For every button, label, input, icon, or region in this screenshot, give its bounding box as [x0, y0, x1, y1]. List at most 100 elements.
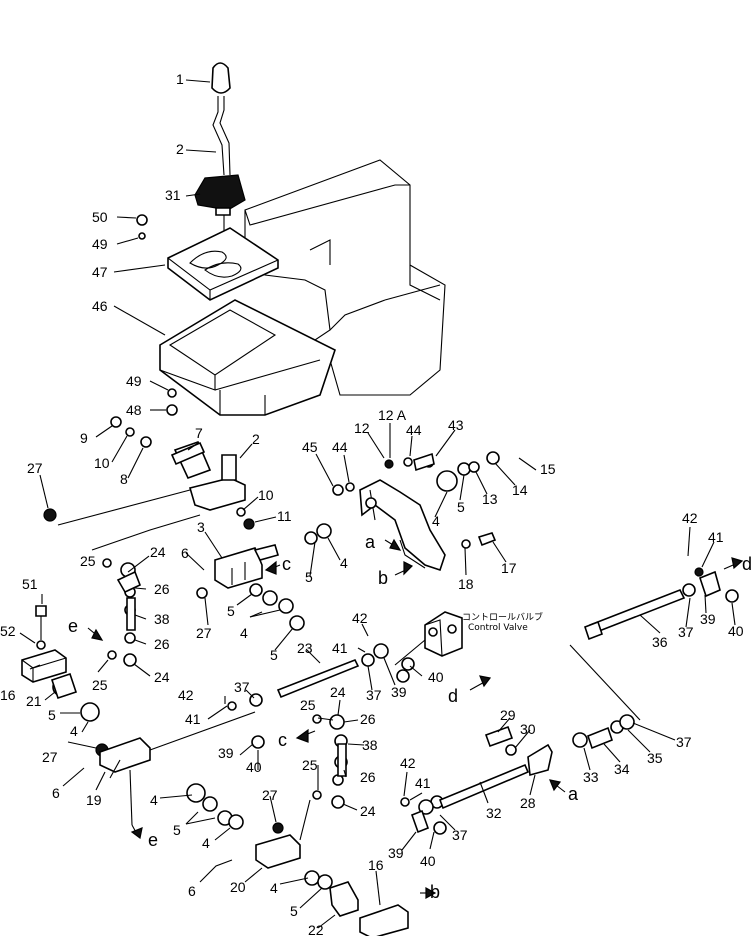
- label-24d: 24: [360, 803, 376, 819]
- callout-c1: c: [282, 554, 291, 574]
- label-43: 43: [448, 417, 464, 433]
- label-4e: 4: [150, 792, 158, 808]
- label-18: 18: [458, 576, 474, 592]
- label-40a: 40: [428, 669, 444, 685]
- label-5b: 5: [270, 647, 278, 663]
- label-5a: 5: [227, 603, 235, 619]
- label-44a: 44: [332, 439, 348, 455]
- label-35: 35: [647, 750, 663, 766]
- label-1: 1: [176, 71, 184, 87]
- label-26d: 26: [360, 769, 376, 785]
- callout-c2: c: [278, 730, 287, 750]
- label-42a: 42: [352, 610, 368, 626]
- label-5g: 5: [290, 903, 298, 919]
- label-4d: 4: [70, 723, 78, 739]
- label-20: 20: [230, 879, 246, 895]
- callout-b1: b: [378, 568, 388, 588]
- reference-arrows: [87, 538, 744, 900]
- rod-23: [276, 658, 360, 699]
- label-23: 23: [297, 640, 313, 656]
- label-4c: 4: [432, 513, 440, 529]
- control-lever-assembly: [194, 62, 246, 240]
- label-5f: 5: [173, 822, 181, 838]
- label-4b: 4: [340, 555, 348, 571]
- label-5e: 5: [48, 707, 56, 723]
- label-6c: 6: [188, 883, 196, 899]
- label-37c: 37: [452, 827, 468, 843]
- lever-knob: [211, 62, 231, 94]
- bolt-7: [170, 441, 206, 466]
- label-45: 45: [302, 439, 318, 455]
- label-17: 17: [501, 560, 517, 576]
- block-19: [99, 737, 151, 773]
- label-16a: 16: [0, 687, 16, 703]
- label-27b: 27: [196, 625, 212, 641]
- label-42b: 42: [178, 687, 194, 703]
- callout-e2: e: [148, 830, 158, 850]
- callout-b2: b: [430, 882, 440, 902]
- label-47: 47: [92, 264, 108, 280]
- label-24b: 24: [154, 669, 170, 685]
- label-40d: 40: [728, 623, 744, 639]
- label-2a: 2: [176, 141, 184, 157]
- label-26b: 26: [154, 636, 170, 652]
- label-24c: 24: [330, 684, 346, 700]
- label-38a: 38: [154, 611, 170, 627]
- label-4f: 4: [202, 835, 210, 851]
- label-25a: 25: [80, 553, 96, 569]
- callout-e1: e: [68, 616, 78, 636]
- label-48: 48: [126, 402, 142, 418]
- label-38b: 38: [362, 737, 378, 753]
- label-50: 50: [92, 209, 108, 225]
- floor-cover-46: [159, 299, 336, 416]
- label-41d: 41: [708, 529, 724, 545]
- part-number-labels: 1 2 31 50 49 47 46 49 48 9 10 8 7 2 27 1…: [0, 71, 744, 936]
- label-39d: 39: [700, 611, 716, 627]
- label-4g: 4: [270, 880, 278, 896]
- label-41b: 41: [185, 711, 201, 727]
- reference-letters: c a b e d c e b a d: [68, 532, 752, 902]
- rod-32: [438, 763, 530, 810]
- label-14: 14: [512, 482, 528, 498]
- label-11: 11: [277, 508, 292, 524]
- label-16b: 16: [368, 857, 384, 873]
- rod-36: [583, 570, 721, 641]
- control-valve-label-en: Control Valve: [468, 623, 528, 633]
- label-5d: 5: [457, 499, 465, 515]
- label-24a: 24: [150, 544, 166, 560]
- label-34: 34: [614, 761, 630, 777]
- cover-plate-47: [167, 227, 279, 301]
- label-6b: 6: [52, 785, 60, 801]
- label-13: 13: [482, 491, 498, 507]
- label-12: 12: [354, 420, 370, 436]
- label-37e: 37: [678, 624, 694, 640]
- label-12A: 12 A: [378, 407, 407, 423]
- label-33: 33: [583, 769, 599, 785]
- label-40c: 40: [420, 853, 436, 869]
- label-39a: 39: [391, 684, 407, 700]
- leader-lines: [19, 79, 736, 929]
- label-29: 29: [500, 707, 516, 723]
- label-21: 21: [26, 693, 42, 709]
- label-10a: 10: [94, 455, 110, 471]
- label-28: 28: [520, 795, 536, 811]
- label-49a: 49: [92, 236, 108, 252]
- label-6a: 6: [181, 545, 189, 561]
- label-8: 8: [120, 471, 128, 487]
- block-3: [214, 547, 263, 589]
- part-22: [329, 881, 359, 917]
- small-hardware: [43, 214, 739, 890]
- label-39c: 39: [388, 845, 404, 861]
- lever-boot: [194, 174, 246, 211]
- block-16-bottom: [359, 904, 409, 936]
- label-39b: 39: [218, 745, 234, 761]
- label-19: 19: [86, 792, 102, 808]
- label-25b: 25: [92, 677, 108, 693]
- callout-d2: d: [742, 554, 752, 574]
- label-27a: 27: [27, 460, 43, 476]
- label-4a: 4: [240, 625, 248, 641]
- callout-d1: d: [448, 686, 458, 706]
- label-40b: 40: [246, 759, 262, 775]
